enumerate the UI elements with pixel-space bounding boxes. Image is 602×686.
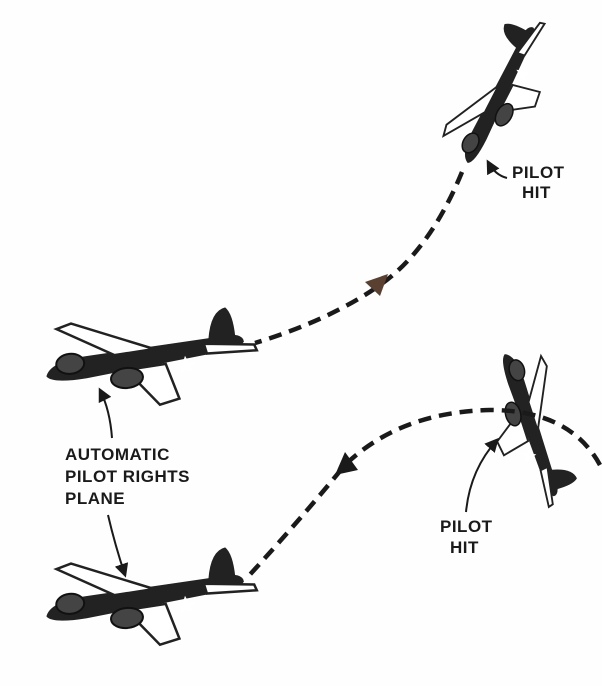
bottom-path-arrowhead xyxy=(335,452,358,475)
automatic-label-line1: AUTOMATIC xyxy=(65,445,170,464)
top-hit-plane xyxy=(434,5,575,179)
automatic-label-line2: PILOT RIGHTS xyxy=(65,467,190,486)
bottom-hit-label-line2: HIT xyxy=(450,538,479,557)
bottom-hit-label-line1: PILOT xyxy=(440,517,493,536)
top-flight-path xyxy=(254,171,465,346)
top-path-arrowhead xyxy=(365,274,388,296)
bottom-flight-path xyxy=(243,407,602,582)
automatic-up-arrow xyxy=(98,387,113,439)
middle-plane xyxy=(39,303,263,418)
bottom-plane xyxy=(39,543,263,658)
top-label-arrow xyxy=(486,159,508,179)
automatic-down-arrow xyxy=(107,514,129,578)
top-hit-label-line1: PILOT xyxy=(512,163,565,182)
automatic-label-line3: PLANE xyxy=(65,489,125,508)
top-hit-label-line2: HIT xyxy=(522,183,551,202)
bottom-label-arrow xyxy=(465,437,499,513)
